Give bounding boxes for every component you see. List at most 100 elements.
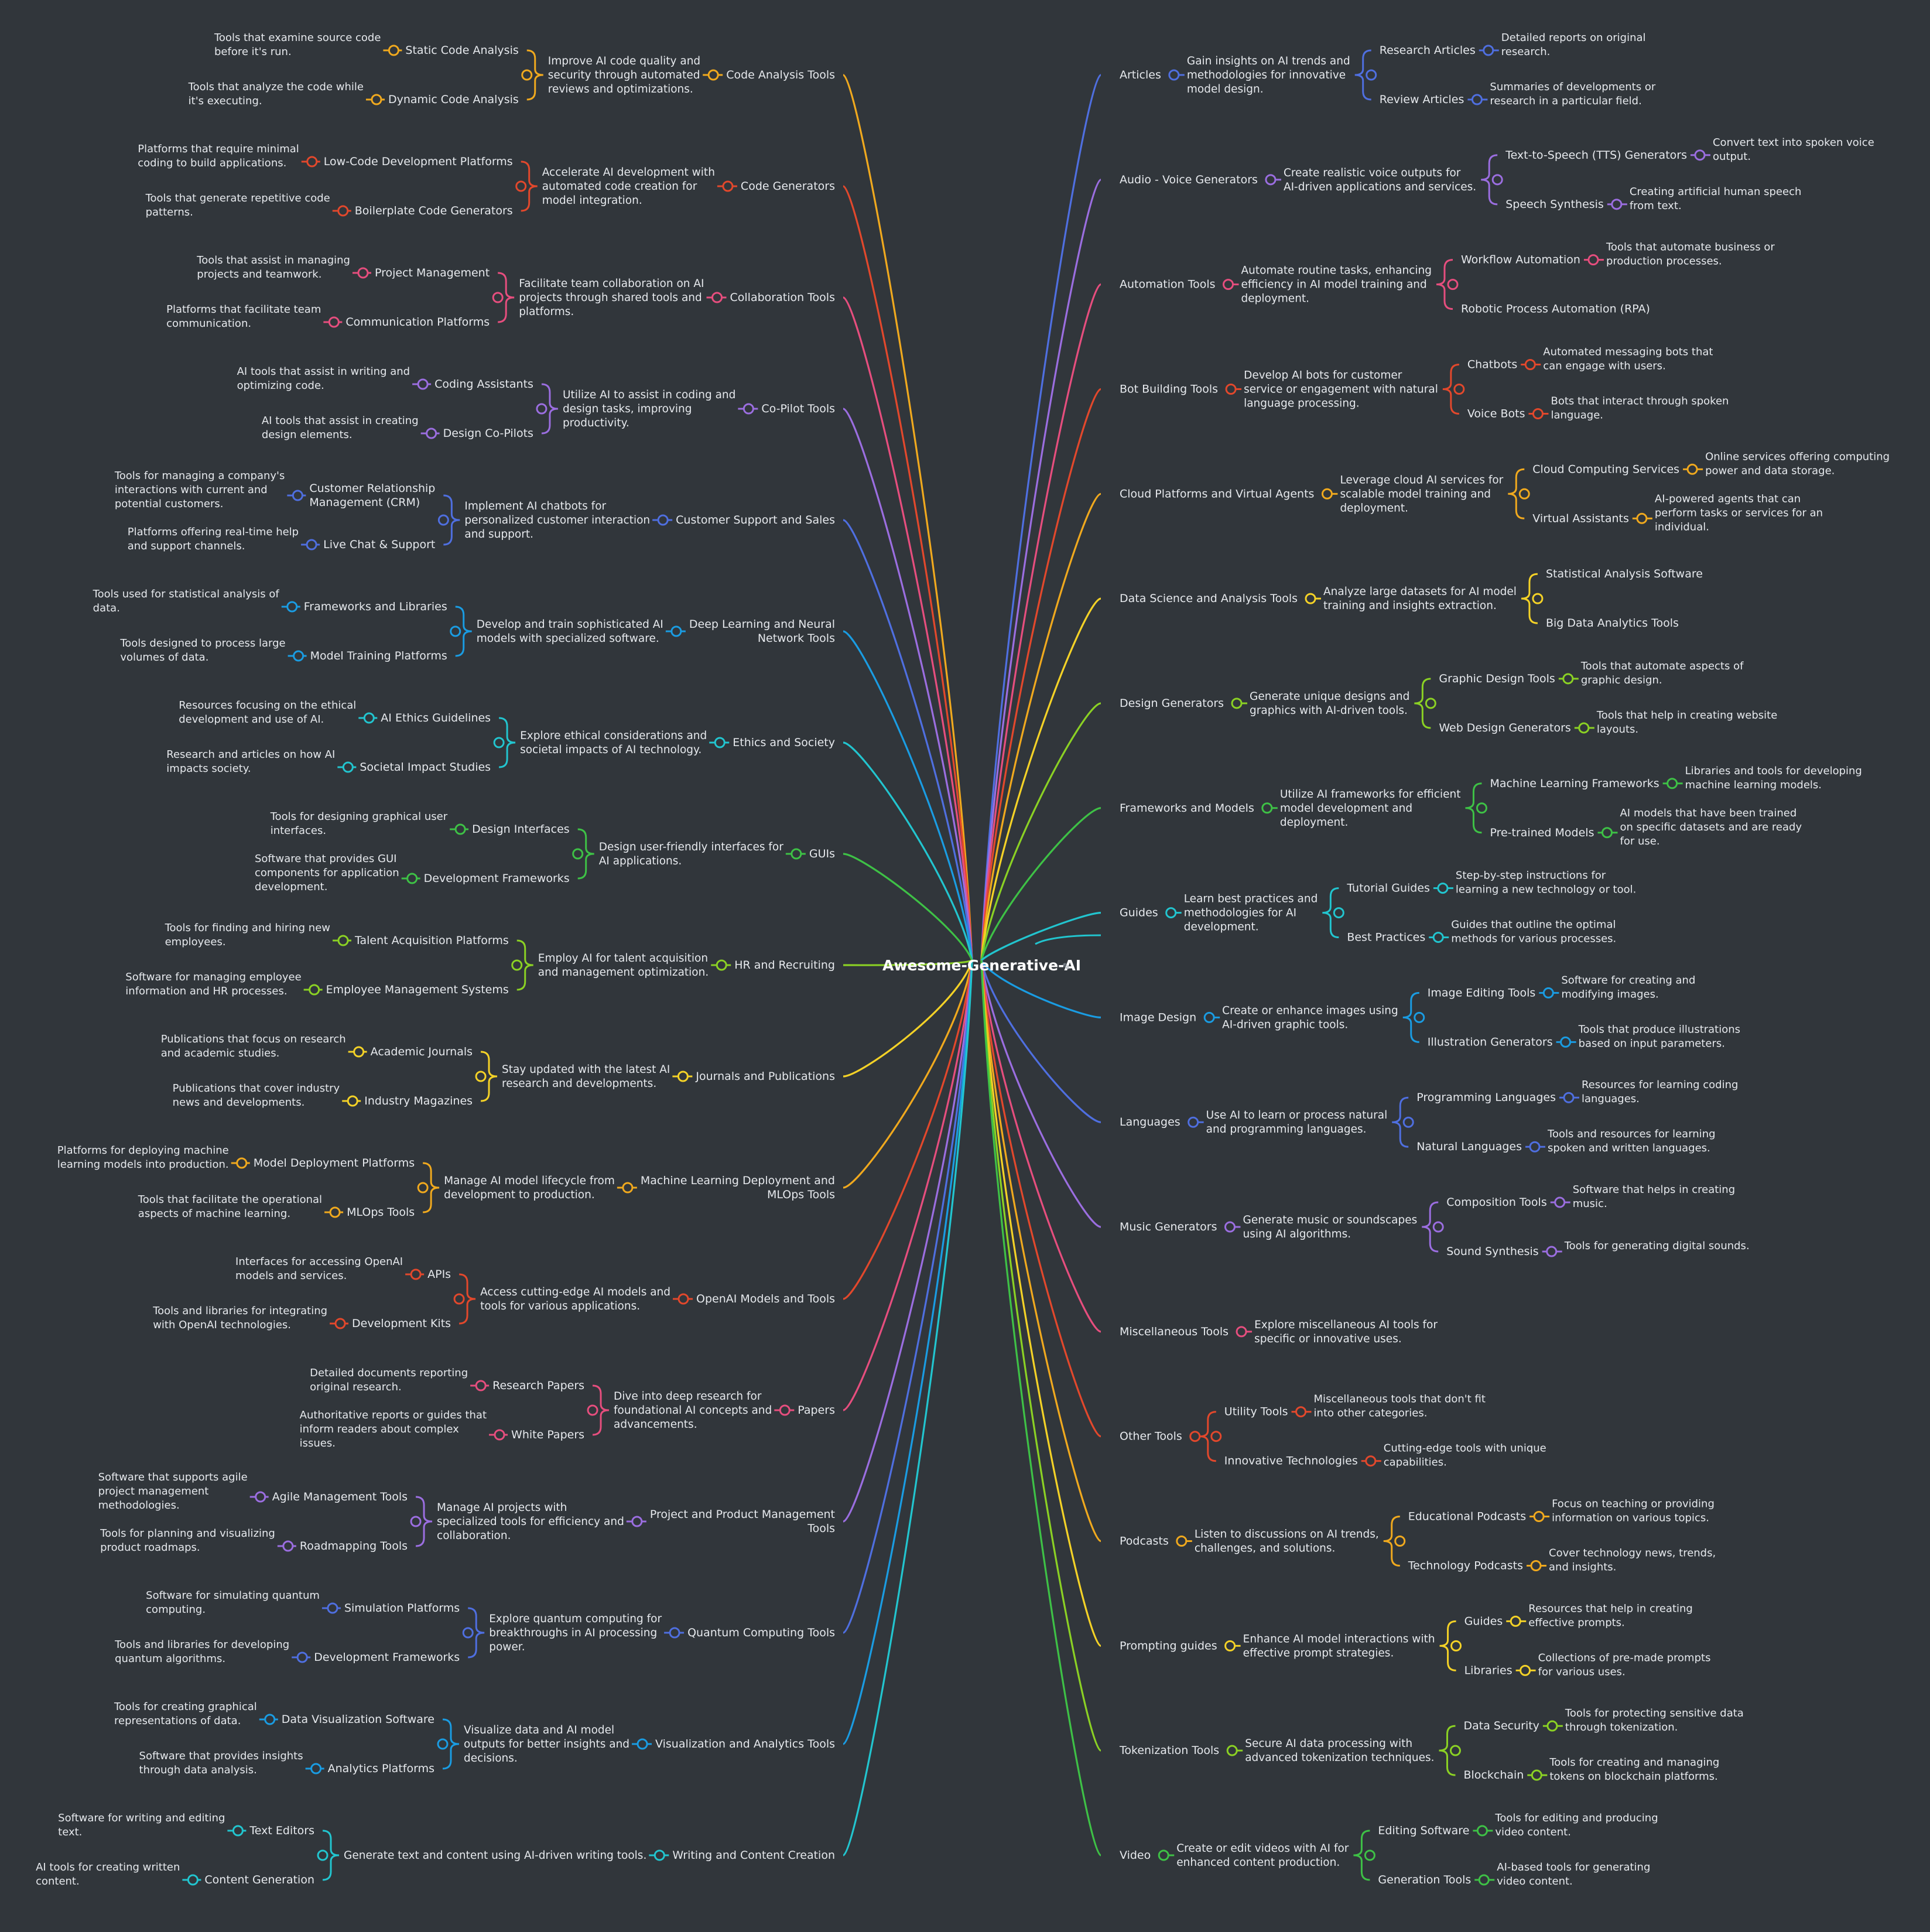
subtopic-node[interactable] [475,1380,487,1391]
category-desc-node[interactable] [587,1404,598,1416]
subtopic-label[interactable]: Text Editors [249,1824,314,1837]
subtopic-node[interactable] [310,1763,322,1774]
subtopic-label[interactable]: Dynamic Code Analysis [388,93,519,106]
category-desc-node[interactable] [1491,174,1503,186]
subtopic-node[interactable] [1636,512,1648,524]
subtopic-label[interactable]: Generation Tools [1378,1873,1471,1886]
category-node[interactable] [1265,174,1277,186]
subtopic-node[interactable] [410,1268,422,1280]
category-desc-node[interactable] [462,1627,474,1639]
subtopic-node[interactable] [1542,987,1554,999]
category-node[interactable] [653,1849,665,1861]
subtopic-node[interactable] [1478,1874,1490,1886]
category-node[interactable] [1231,697,1243,709]
category-node[interactable] [714,737,726,748]
subtopic-node[interactable] [1546,1246,1558,1257]
subtopic-label[interactable]: Text-to-Speech (TTS) Generators [1505,149,1687,162]
category-node[interactable] [716,959,727,971]
subtopic-node[interactable] [1533,1511,1545,1523]
category-description[interactable]: Generate text and content using AI-drive… [344,1849,646,1862]
category-label[interactable]: Quantum Computing Tools [687,1626,835,1639]
category-label[interactable]: OpenAI Models and Tools [696,1292,835,1305]
subtopic-label[interactable]: Machine Learning Frameworks [1490,777,1659,790]
category-label[interactable]: GUIs [809,847,835,860]
subtopic-node[interactable] [1510,1615,1521,1627]
subtopic-label[interactable]: Talent Acquisition Platforms [354,934,509,947]
root-label[interactable]: Awesome-Generative-AI [882,957,1081,974]
subtopic-node[interactable] [1476,1825,1488,1837]
subtopic-node[interactable] [371,94,382,105]
subtopic-label[interactable]: Analytics Platforms [328,1762,434,1775]
subtopic-node[interactable] [353,1046,365,1058]
category-label[interactable]: Podcasts [1120,1535,1169,1548]
category-label[interactable]: Music Generators [1120,1220,1217,1233]
category-node[interactable] [1224,1221,1236,1233]
subtopic-label[interactable]: Educational Podcasts [1408,1510,1526,1523]
subtopic-node[interactable] [232,1825,244,1837]
subtopic-label[interactable]: Editing Software [1378,1824,1469,1837]
category-node[interactable] [637,1738,648,1750]
category-desc-node[interactable] [1210,1431,1222,1442]
category-desc-node[interactable] [1394,1536,1406,1547]
category-label[interactable]: Code Generators [741,180,835,193]
category-node[interactable] [707,69,719,81]
subtopic-description[interactable]: Tools for generating digital sounds. [1564,1240,1750,1252]
subtopic-label[interactable]: Data Security [1463,1719,1539,1732]
subtopic-label[interactable]: APIs [427,1268,451,1281]
category-node[interactable] [669,1627,680,1639]
category-label[interactable]: Tokenization Tools [1119,1744,1219,1757]
subtopic-label[interactable]: Programming Languages [1416,1091,1556,1104]
subtopic-label[interactable]: Statistical Analysis Software [1546,567,1703,580]
category-label[interactable]: Design Generators [1120,697,1224,710]
subtopic-label[interactable]: Industry Magazines [364,1095,473,1107]
subtopic-node[interactable] [1562,673,1574,685]
category-label[interactable]: Guides [1120,907,1158,919]
subtopic-node[interactable] [426,428,437,439]
subtopic-label[interactable]: Societal Impact Studies [360,761,491,774]
subtopic-label[interactable]: Research Articles [1380,44,1476,57]
category-desc-node[interactable] [515,180,527,192]
subtopic-label[interactable]: Illustration Generators [1428,1035,1553,1048]
subtopic-node[interactable] [255,1491,266,1503]
subtopic-node[interactable] [1531,1769,1542,1781]
subtopic-label[interactable]: Development Frameworks [314,1651,460,1664]
category-node[interactable] [1261,802,1273,814]
subtopic-label[interactable]: Data Visualization Software [282,1713,434,1726]
subtopic-node[interactable] [292,490,303,501]
